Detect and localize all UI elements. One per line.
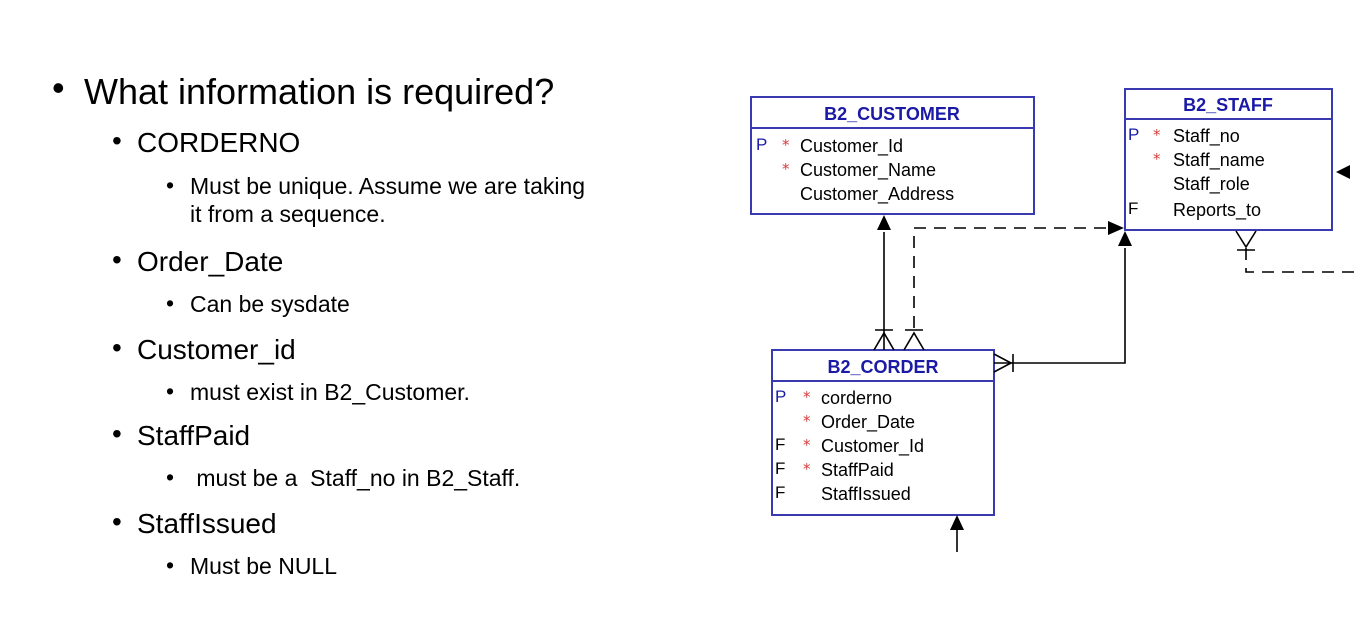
question-text: What information is required? xyxy=(84,71,555,112)
mandatory-marker: * xyxy=(782,136,790,154)
foreign-key-marker: F xyxy=(1128,199,1138,218)
mandatory-marker: * xyxy=(782,160,790,178)
column-name: Customer_Id xyxy=(800,136,903,157)
relationship-line xyxy=(994,248,1126,364)
column-name: Staff_no xyxy=(1173,126,1240,147)
bullet-dot-icon: • xyxy=(166,464,175,490)
relationship-staff-self xyxy=(1235,165,1360,273)
bullet-question: • What information is required? xyxy=(52,67,555,113)
foreign-key-marker: F xyxy=(775,459,785,478)
note-text: must be a Staff_no in B2_Staff. xyxy=(190,465,521,491)
column-name: Staff_role xyxy=(1173,174,1250,195)
bullet-dot-icon: • xyxy=(166,290,175,316)
item-label: StaffPaid xyxy=(137,420,251,451)
relationship-incoming-corder xyxy=(950,515,964,552)
mandatory-marker: * xyxy=(803,436,811,454)
bullet-list: • What information is required? • CORDER… xyxy=(52,67,590,581)
bullet-note-order-date: • Can be sysdate xyxy=(166,290,590,319)
mandatory-marker: * xyxy=(803,388,811,406)
column-name: Customer_Id xyxy=(821,436,924,457)
table-border xyxy=(750,96,1035,215)
bullet-note-customer-id: • must exist in B2_Customer. xyxy=(166,378,590,407)
crows-foot-icon xyxy=(1235,230,1257,249)
note-text: must exist in B2_Customer. xyxy=(190,379,470,405)
relationship-line-dashed xyxy=(913,227,1108,328)
note-text: Can be sysdate xyxy=(190,291,350,317)
table-title: B2_CORDER xyxy=(827,357,938,377)
primary-key-marker: P xyxy=(775,387,786,406)
item-label: CORDERNO xyxy=(137,127,301,158)
arrow-head-icon xyxy=(1118,231,1132,246)
note-text: Must be unique. Assume we are taking it … xyxy=(190,173,586,227)
bullet-note-corderno: • Must be unique. Assume we are taking i… xyxy=(166,172,590,228)
item-label: Order_Date xyxy=(137,246,284,277)
relationship-corder-customer xyxy=(873,215,895,351)
column-name: corderno xyxy=(821,388,892,408)
foreign-key-marker: F xyxy=(775,483,785,502)
crows-foot-icon xyxy=(873,331,895,351)
note-text: Must be NULL xyxy=(190,553,338,579)
item-label: Customer_id xyxy=(137,334,296,365)
mandatory-marker: * xyxy=(1153,126,1161,144)
column-name: Staff_name xyxy=(1173,150,1265,171)
table-border xyxy=(1124,88,1333,231)
arrow-head-icon xyxy=(1336,165,1350,179)
relationship-corder-staff-issued xyxy=(903,221,1124,351)
crows-foot-icon xyxy=(993,353,1013,373)
primary-key-marker: P xyxy=(756,135,767,154)
crows-foot-icon xyxy=(903,331,925,351)
bullet-dot-icon: • xyxy=(112,332,122,363)
arrow-head-icon xyxy=(950,515,964,530)
column-name: Customer_Name xyxy=(800,160,936,181)
mandatory-marker: * xyxy=(803,412,811,430)
relationship-corder-staff-paid xyxy=(993,231,1132,373)
bullet-note-staffissued: • Must be NULL xyxy=(166,552,590,581)
bullet-dot-icon: • xyxy=(166,378,175,404)
column-name: Order_Date xyxy=(821,412,915,433)
mandatory-marker: * xyxy=(1153,150,1161,168)
bullet-item-staffissued: • StaffIssued xyxy=(112,506,277,541)
table-border xyxy=(771,349,995,516)
bullet-item-order-date: • Order_Date xyxy=(112,244,284,279)
table-title: B2_CUSTOMER xyxy=(824,104,960,124)
bullet-dot-icon: • xyxy=(112,506,122,537)
bullet-note-staffpaid: • must be a Staff_no in B2_Staff. xyxy=(166,464,590,493)
bullet-item-customer-id: • Customer_id xyxy=(112,332,296,367)
column-name: Reports_to xyxy=(1173,200,1261,221)
bullet-item-staffpaid: • StaffPaid xyxy=(112,418,251,453)
table-title: B2_STAFF xyxy=(1183,95,1273,115)
mandatory-marker: * xyxy=(803,460,811,478)
bullet-dot-icon: • xyxy=(112,244,122,275)
bullet-item-corderno: • CORDERNO xyxy=(112,125,301,160)
column-name: Customer_Address xyxy=(800,184,954,205)
table-b2-corder: B2_CORDER P * corderno * Order_Date F * … xyxy=(771,349,995,516)
table-b2-customer: B2_CUSTOMER P * Customer_Id * Customer_N… xyxy=(750,96,1035,215)
bullet-dot-icon: • xyxy=(166,552,175,578)
column-name: StaffIssued xyxy=(821,484,911,504)
table-b2-staff: B2_STAFF P * Staff_no * Staff_name Staff… xyxy=(1124,88,1333,231)
bullet-dot-icon: • xyxy=(112,125,122,156)
bullet-dot-icon: • xyxy=(112,418,122,449)
arrow-head-icon xyxy=(1108,221,1124,235)
bullet-dot-icon: • xyxy=(166,172,175,198)
foreign-key-marker: F xyxy=(775,435,785,454)
column-name: StaffPaid xyxy=(821,460,894,480)
arrow-head-icon xyxy=(877,215,891,230)
primary-key-marker: P xyxy=(1128,125,1139,144)
item-label: StaffIssued xyxy=(137,508,277,539)
relationship-line-dashed xyxy=(1245,248,1360,273)
bullet-dot-icon: • xyxy=(52,67,65,108)
